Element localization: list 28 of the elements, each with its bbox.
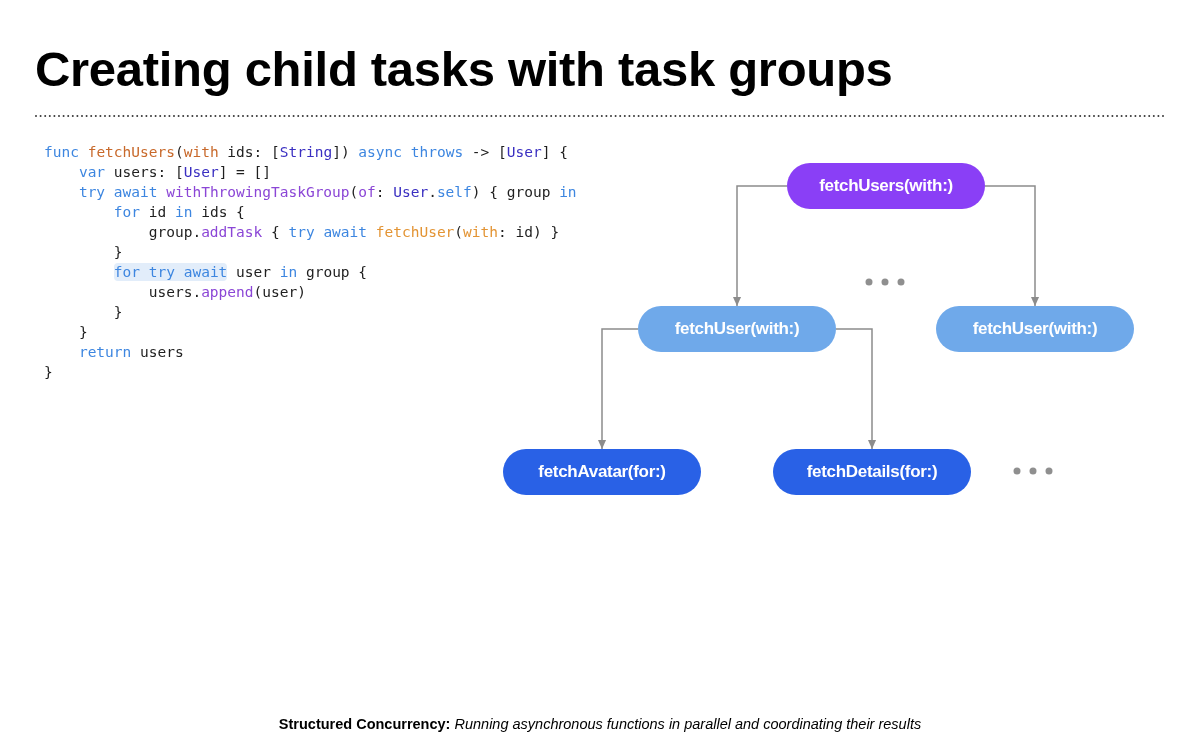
code-line: users.append(user) (147, 283, 306, 302)
code-line: func fetchUsers(with ids: [String]) async throws -> [User] { (44, 143, 568, 162)
task-pill (773, 449, 971, 495)
code-line: for try await user in group { (112, 262, 368, 282)
code-line: } (112, 243, 123, 262)
task-label: fetchUsers(with:) (819, 176, 953, 196)
connector-arrow (597, 328, 639, 450)
task-pill (638, 306, 836, 352)
slide-title: Creating child tasks with task groups (35, 41, 893, 98)
connector-arrow (732, 185, 788, 307)
task-label: fetchAvatar(for:) (538, 462, 666, 482)
code-line: } (112, 303, 123, 322)
connector-arrow (835, 328, 877, 450)
code-line: return users (77, 343, 184, 362)
connector-arrow (984, 185, 1040, 307)
task-pill (787, 163, 985, 209)
code-line: } (44, 363, 53, 382)
task-pill (503, 449, 701, 495)
code-line: var users: [User] = [] (77, 163, 271, 182)
task-pill (936, 306, 1134, 352)
task-label: fetchDetails(for:) (806, 462, 938, 482)
caption: Structured Concurrency: Running asynchronous functions in parallel and coordinating their results (278, 716, 922, 732)
code-line: try await withThrowingTaskGroup(of: User.self) { group in (77, 183, 577, 202)
task-label: fetchUser(with:) (972, 319, 1098, 339)
code-line: for id in ids { (112, 203, 245, 222)
task-label: fetchUser(with:) (674, 319, 800, 339)
code-line: group.addTask { try await fetchUser(with: id) } (147, 223, 560, 242)
code-line: } (77, 323, 88, 342)
